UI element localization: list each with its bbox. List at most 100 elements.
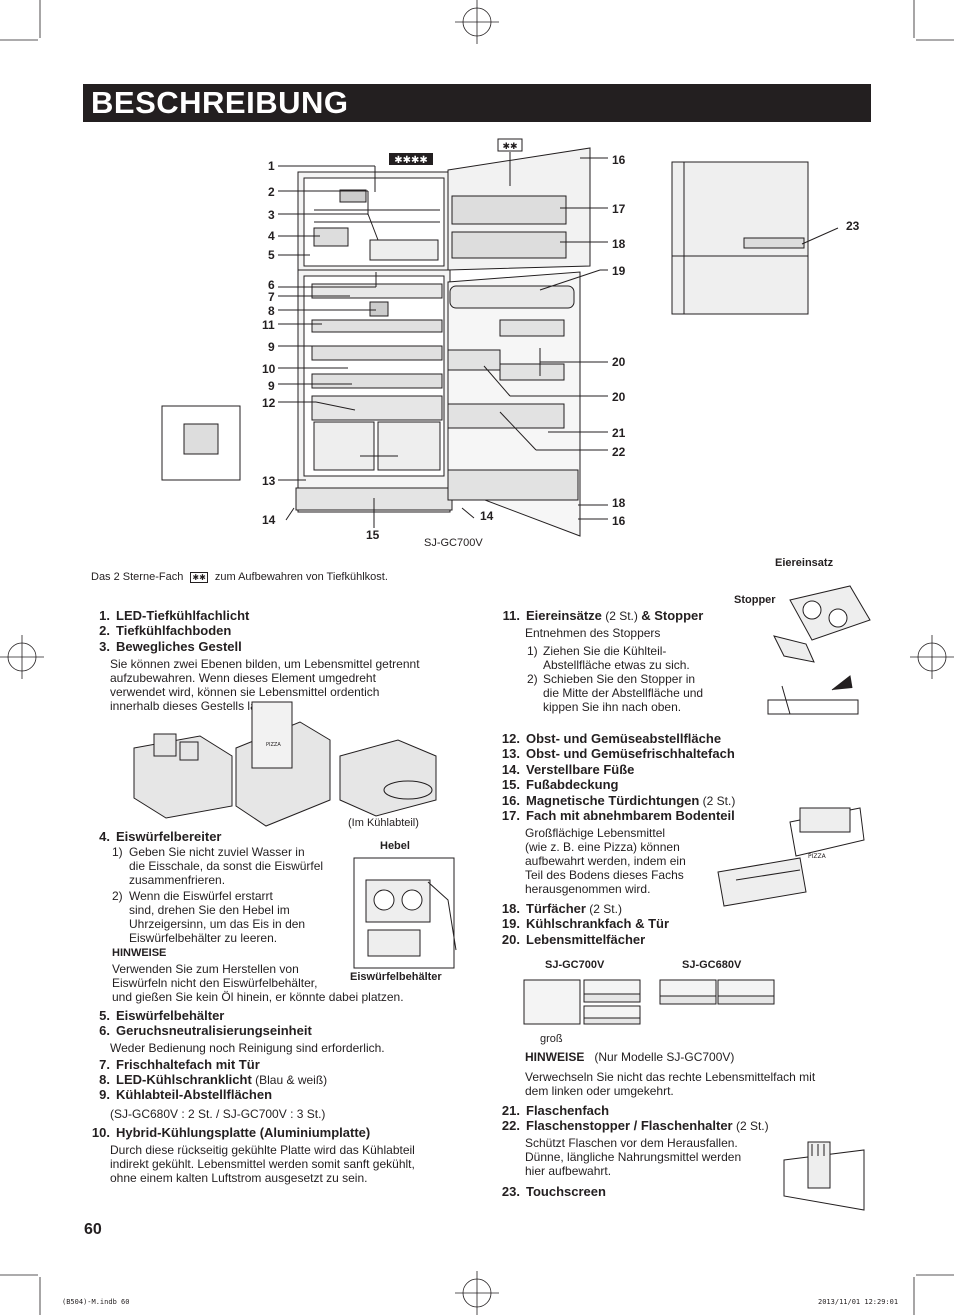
item4-step-line: Wenn die Eiswürfel erstarrt <box>129 889 273 903</box>
footer-timestamp: 2013/11/01 12:29:01 <box>818 1298 899 1306</box>
item4-note-line: Verwenden Sie zum Herstellen von <box>112 962 299 976</box>
gross-label: groß <box>540 1033 563 1045</box>
item-20: 20.Lebensmittelfächer <box>501 932 646 947</box>
item11-step1: 1) <box>527 644 538 658</box>
item22-text-line: Schützt Flaschen vor dem Herausfallen. <box>525 1136 738 1150</box>
item6-text: Weder Bedienung noch Reinigung sind erfo… <box>110 1041 385 1055</box>
item-4: 4.Eiswürfelbereiter <box>99 829 222 844</box>
hebel-label: Hebel <box>380 840 410 852</box>
item3-text-line: Sie können zwei Ebenen bilden, um Lebens… <box>110 657 420 671</box>
item17-text-line: (wie z. B. eine Pizza) können <box>525 840 680 854</box>
two-star-note: Das 2 Sterne-Fach ✱✱ zum Aufbewahren von… <box>91 571 388 583</box>
two-star-icon: ✱✱ <box>190 572 208 583</box>
eiereinsatz-label: Eiereinsatz <box>775 557 834 569</box>
callout-2: 2 <box>268 185 275 199</box>
item20-text-line: dem linken oder umgekehrt. <box>525 1084 674 1098</box>
item-16: 16.Magnetische Türdichtungen (2 St.) <box>501 793 736 809</box>
stopper-label: Stopper <box>734 594 776 606</box>
item-15: 15.Fußabdeckung <box>501 777 619 792</box>
item-23: 23.Touchscreen <box>501 1184 606 1199</box>
callout-8: 8 <box>268 304 275 318</box>
callout-9b: 9 <box>268 379 275 393</box>
callout-3: 3 <box>268 208 275 222</box>
item17-text-line: Teil des Bodens dieses Fachs <box>525 868 684 882</box>
item20-text-line: Verwechseln Sie nicht das rechte Lebensm… <box>525 1070 816 1084</box>
item-6: 6.Geruchsneutralisierungseinheit <box>99 1023 312 1038</box>
svg-text:✱✱: ✱✱ <box>502 142 517 152</box>
callout-20a: 20 <box>612 355 626 369</box>
callout-10: 10 <box>262 362 276 376</box>
item17-text-line: aufbewahrt werden, indem ein <box>525 854 686 868</box>
model-700-label: SJ-GC700V <box>545 959 605 971</box>
item9-text: (SJ-GC680V : 2 St. / SJ-GC700V : 3 St.) <box>110 1107 326 1121</box>
pizza-label: PIZZA <box>808 853 826 860</box>
three-star-badge <box>389 153 433 165</box>
callout-6: 6 <box>268 278 275 292</box>
svg-text:✱✱✱✱: ✱✱✱✱ <box>394 155 428 166</box>
item22-text-line: Dünne, längliche Nahrungsmittel werden <box>525 1150 742 1164</box>
page-title: BESCHREIBUNG <box>91 85 349 120</box>
item4-step-line: Eiswürfelbehälter zu leeren. <box>129 931 278 945</box>
eiswuerfelbehaelter-label: Eiswürfelbehälter <box>350 971 442 983</box>
callout-16a: 16 <box>612 153 626 167</box>
item-7: 7.Frischhaltefach mit Tür <box>99 1057 260 1072</box>
item-19: 19.Kühlschrankfach & Tür <box>501 916 670 931</box>
item-3: 3.Bewegliches Gestell <box>99 639 242 654</box>
hinweise-label: HINWEISE <box>112 947 167 959</box>
item11-step2: 2) <box>527 672 538 686</box>
item-8: 8.LED-Kühlschranklicht (Blau & weiß) <box>99 1072 328 1088</box>
item11-sub: Entnehmen des Stoppers <box>525 626 661 640</box>
callout-1: 1 <box>268 159 275 173</box>
item4-step-line: sind, drehen Sie den Hebel im <box>129 903 290 917</box>
callout-14a: 14 <box>262 513 276 527</box>
item11-step-line: die Mitte der Abstellfläche und <box>543 686 704 700</box>
item3-text-line: verwendet wird, können sie Lebensmittel … <box>110 685 380 699</box>
item4-step-line: zusammenfrieren. <box>129 873 226 887</box>
footer-file: (B504)-M.indb 60 <box>62 1298 130 1306</box>
callout-11: 11 <box>262 318 275 332</box>
callout-14b: 14 <box>480 509 494 523</box>
item17-text-line: Großflächige Lebensmittel <box>525 826 666 840</box>
item-1: 1.LED-Tiefkühlfachlicht <box>99 608 250 623</box>
item10-text-line: indirekt gekühlt. Lebensmittel werden so… <box>110 1157 415 1171</box>
callout-17: 17 <box>612 202 626 216</box>
item11-step-line: Ziehen Sie die Kühlteil- <box>543 644 667 658</box>
item-17: 17.Fach mit abnehmbarem Bodenteil <box>501 808 735 823</box>
item-12: 12.Obst- und Gemüseabstellfläche <box>501 731 722 746</box>
item11-step-line: Schieben Sie den Stopper in <box>543 672 696 686</box>
item4-step-line: die Eisschale, da sonst die Eiswürfel <box>129 859 324 873</box>
item4-note-line: und gießen Sie kein Öl hinein, er könnte… <box>112 990 404 1004</box>
item-22: 22.Flaschenstopper / Flaschenhalter (2 S… <box>501 1118 769 1134</box>
model-680-label: SJ-GC680V <box>682 959 742 971</box>
item-11: 11.Eiereinsätze (2 St.) & Stopper <box>502 608 704 624</box>
item4-step-line: Geben Sie nicht zuviel Wasser in <box>129 845 305 859</box>
callout-16b: 16 <box>612 514 626 528</box>
item4-step-line: Uhrzeigersinn, um das Eis in den <box>129 917 306 931</box>
title-bar: BESCHREIBUNG <box>83 84 871 122</box>
callout-9a: 9 <box>268 340 275 354</box>
callout-18a: 18 <box>612 237 626 251</box>
callout-12: 12 <box>262 396 276 410</box>
callout-7: 7 <box>268 290 275 304</box>
callout-22: 22 <box>612 445 626 459</box>
item-10: 10.Hybrid-Kühlungsplatte (Aluminiumplatt… <box>91 1125 371 1140</box>
item22-text-line: hier aufbewahrt. <box>525 1164 612 1178</box>
item3-text-line: aufzubewahren. Wenn dieses Element umged… <box>110 671 376 685</box>
item-14: 14.Verstellbare Füße <box>501 762 635 777</box>
callout-15: 15 <box>366 528 380 542</box>
item17-text-line: herausgenommen wird. <box>525 882 651 896</box>
callout-20b: 20 <box>612 390 626 404</box>
callout-19: 19 <box>612 264 626 278</box>
item10-text-line: ohne einem kalten Luftstrom ausgesetzt z… <box>110 1171 368 1185</box>
item-9: 9.Kühlabteil-Abstellflächen <box>99 1087 273 1102</box>
callout-23: 23 <box>846 219 860 233</box>
item4-step1: 1) <box>112 845 123 859</box>
page-number: 60 <box>84 1221 102 1238</box>
